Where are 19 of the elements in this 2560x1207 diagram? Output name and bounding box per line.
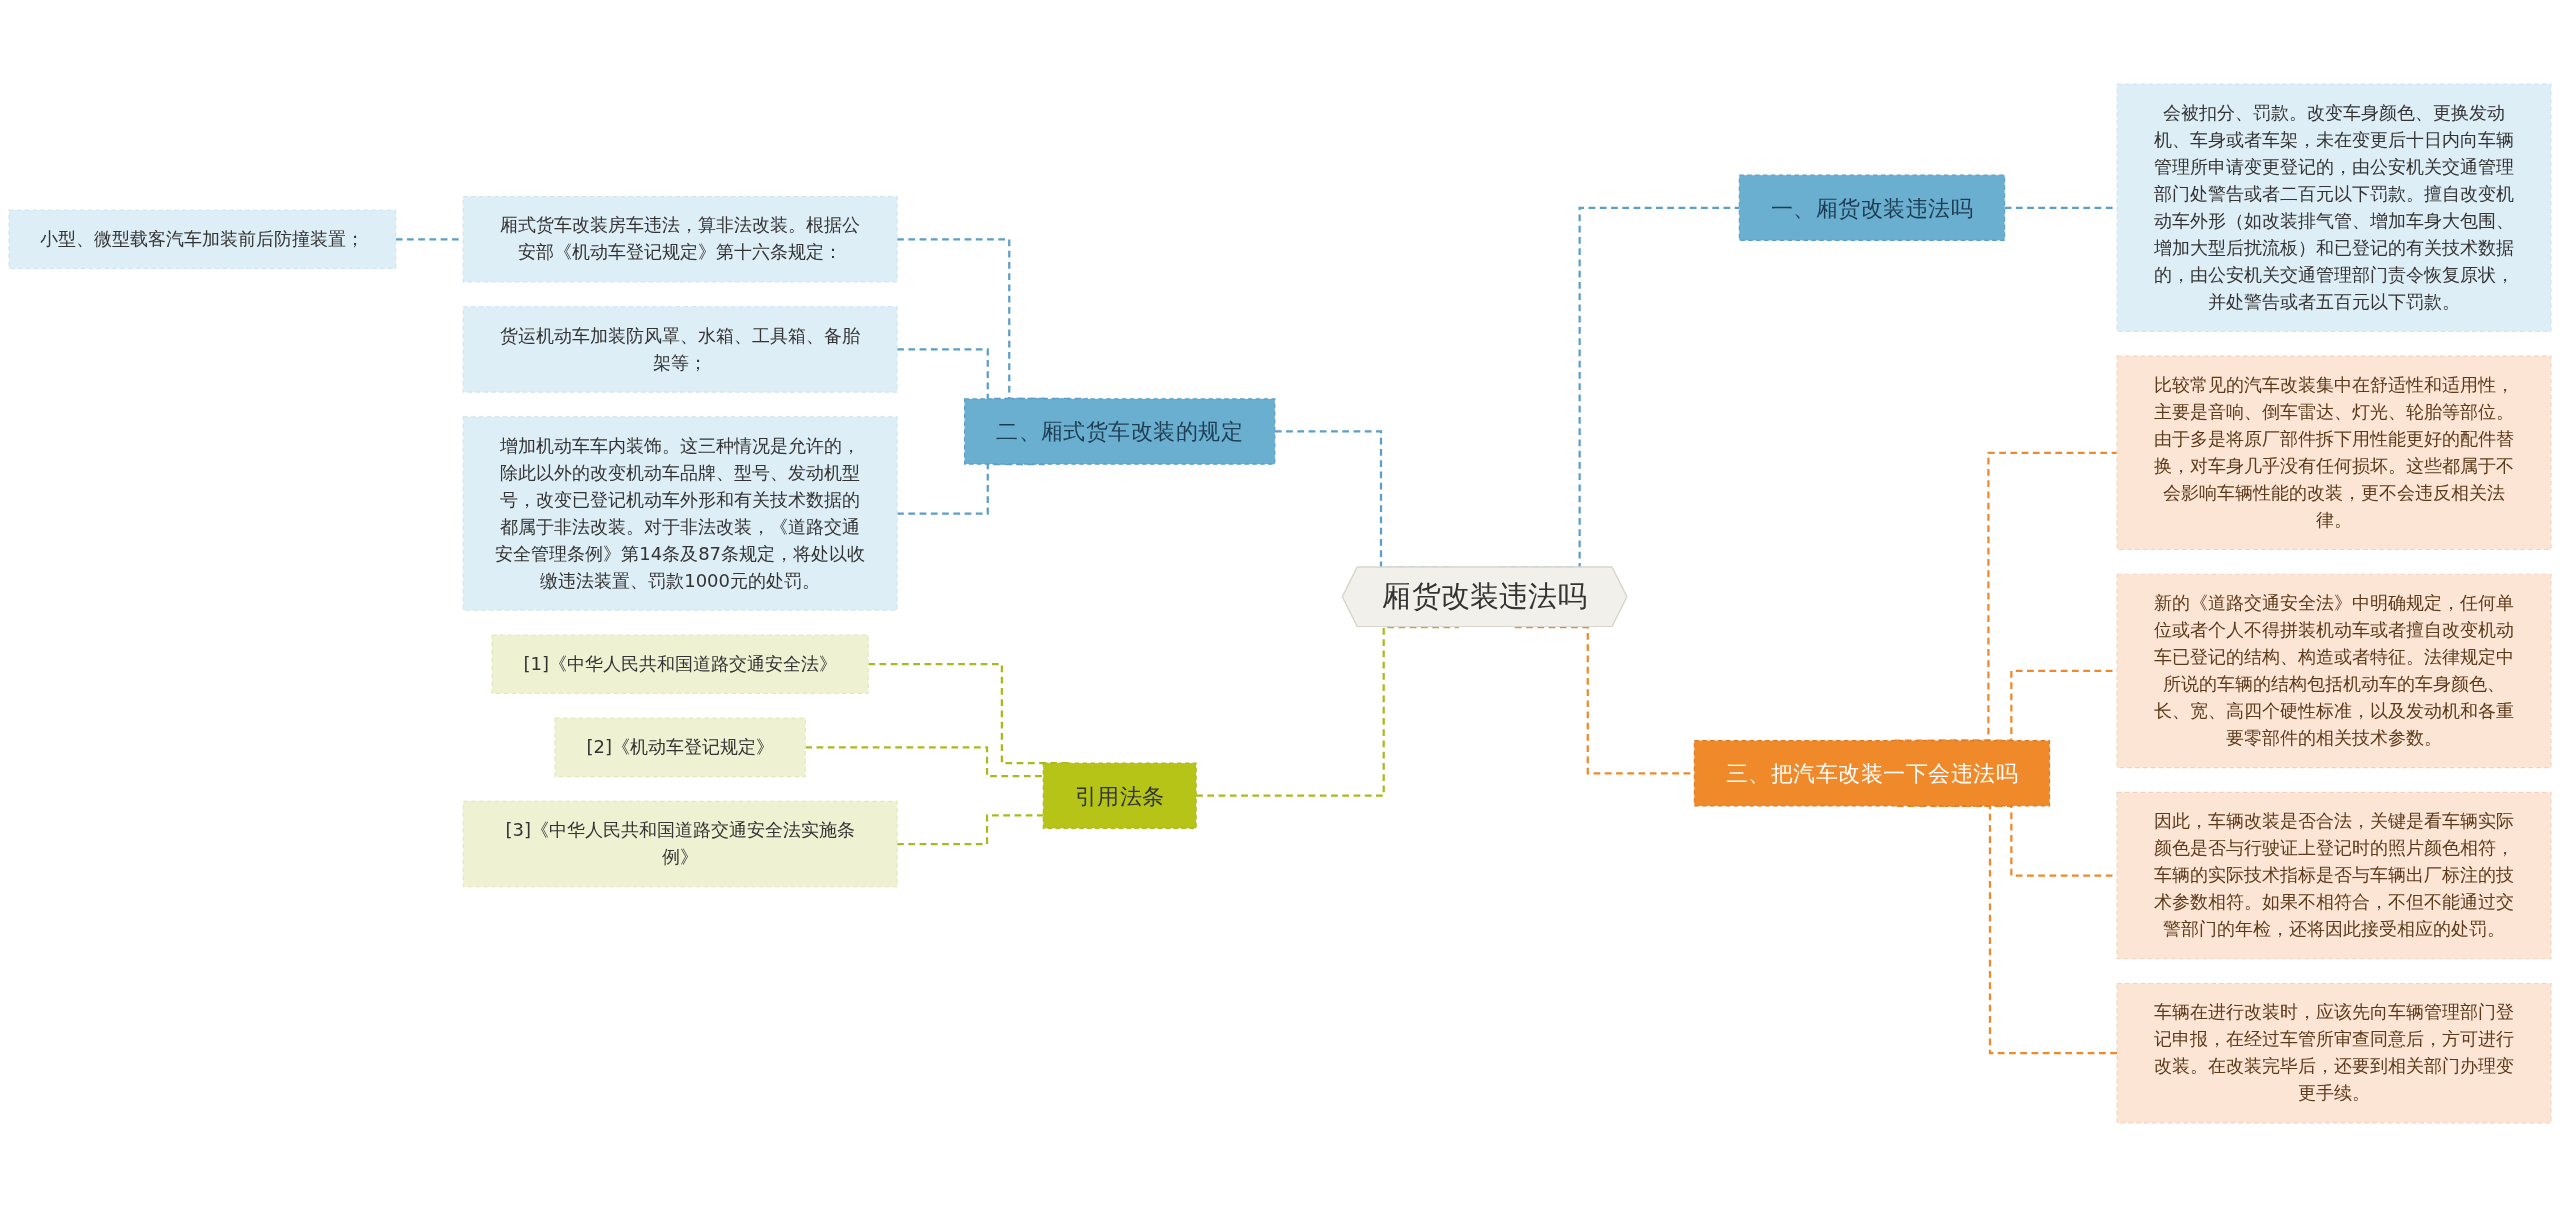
node-box: 一、厢货改装违法吗: [1738, 174, 2006, 241]
node-box: 因此，车辆改装是否合法，关键是看车辆实际颜色是否与行驶证上登记时的照片颜色相符，车辆的实际技术指标是否与车辆出厂标注的技术参数相符。如果不相符合，不但不能通过交警部门的年检，还将因此接受相应的处罚。: [2116, 791, 2552, 960]
node-box: 二、厢式货车改装的规定: [964, 398, 1276, 465]
node-box: 新的《道路交通安全法》中明确规定，任何单位或者个人不得拼装机动车或者擅自改变机动车已登记的结构、构造或者特征。法律规定中所说的车辆的结构包括机动车的车身颜色、长、宽、高四个硬性标准，以及发动机和各重要零部件的相关技术参数。: [2116, 573, 2552, 769]
node-box: 三、把汽车改装一下会违法吗: [1693, 740, 2051, 807]
connector: [1196, 626, 1459, 797]
node-box: [2]《机动车登记规定》: [554, 717, 806, 778]
connector: [805, 746, 1044, 778]
node-box: 会被扣分、罚款。改变车身颜色、更换发动机、车身或者车架，未在变更后十日内向车辆管理所申请变更登记的，由公安机关交通管理部门处警告或者二百元以下罚款。擅自改变机动车外形（如改装排气管、增加车身大包围、增加大型后扰流板）和已登记的有关技术数据的，由公安机关交通管理部门责令恢复原状，并处警告或者五百元以下罚款。: [2116, 83, 2552, 332]
node-box: [1]《中华人民共和国道路交通安全法》: [491, 634, 869, 694]
node-box: 增加机动车车内装饰。这三种情况是允许的，除此以外的改变机动车品牌、型号、发动机型号，改变已登记机动车外形和有关技术数据的都属于非法改装。对于非法改装，《道路交通安全管理条例》第14条及87条规定，将处以收缴违法装置、罚款1000元的处罚。: [462, 416, 898, 611]
node-box: 引用法条: [1042, 762, 1197, 829]
node-box: [3]《中华人民共和国道路交通安全法实施条例》: [462, 800, 898, 888]
connector: [897, 814, 1044, 846]
node-box: 货运机动车加装防风罩、水箱、工具箱、备胎架等；: [462, 306, 898, 393]
node-box: 比较常见的汽车改装集中在舒适性和适用性，主要是音响、倒车雷达、灯光、轮胎等部位。由于多是将原厂部件拆下用性能更好的配件替换，对车身几乎没有任何损坏。这些都属于不会影响车辆性能的改装，更不会违反相关法律。: [2116, 355, 2552, 551]
node-box: 车辆在进行改装时，应该先向车辆管理部门登记申报，在经过车管所审查同意后，方可进行改装。在改装完毕后，还要到相关部门办理变更手续。: [2116, 982, 2552, 1124]
node-box: 小型、微型载客汽车加装前后防撞装置；: [8, 209, 397, 270]
node-box: 厢式货车改装房车违法，算非法改装。根据公安部《机动车登记规定》第十六条规定：: [462, 196, 898, 283]
